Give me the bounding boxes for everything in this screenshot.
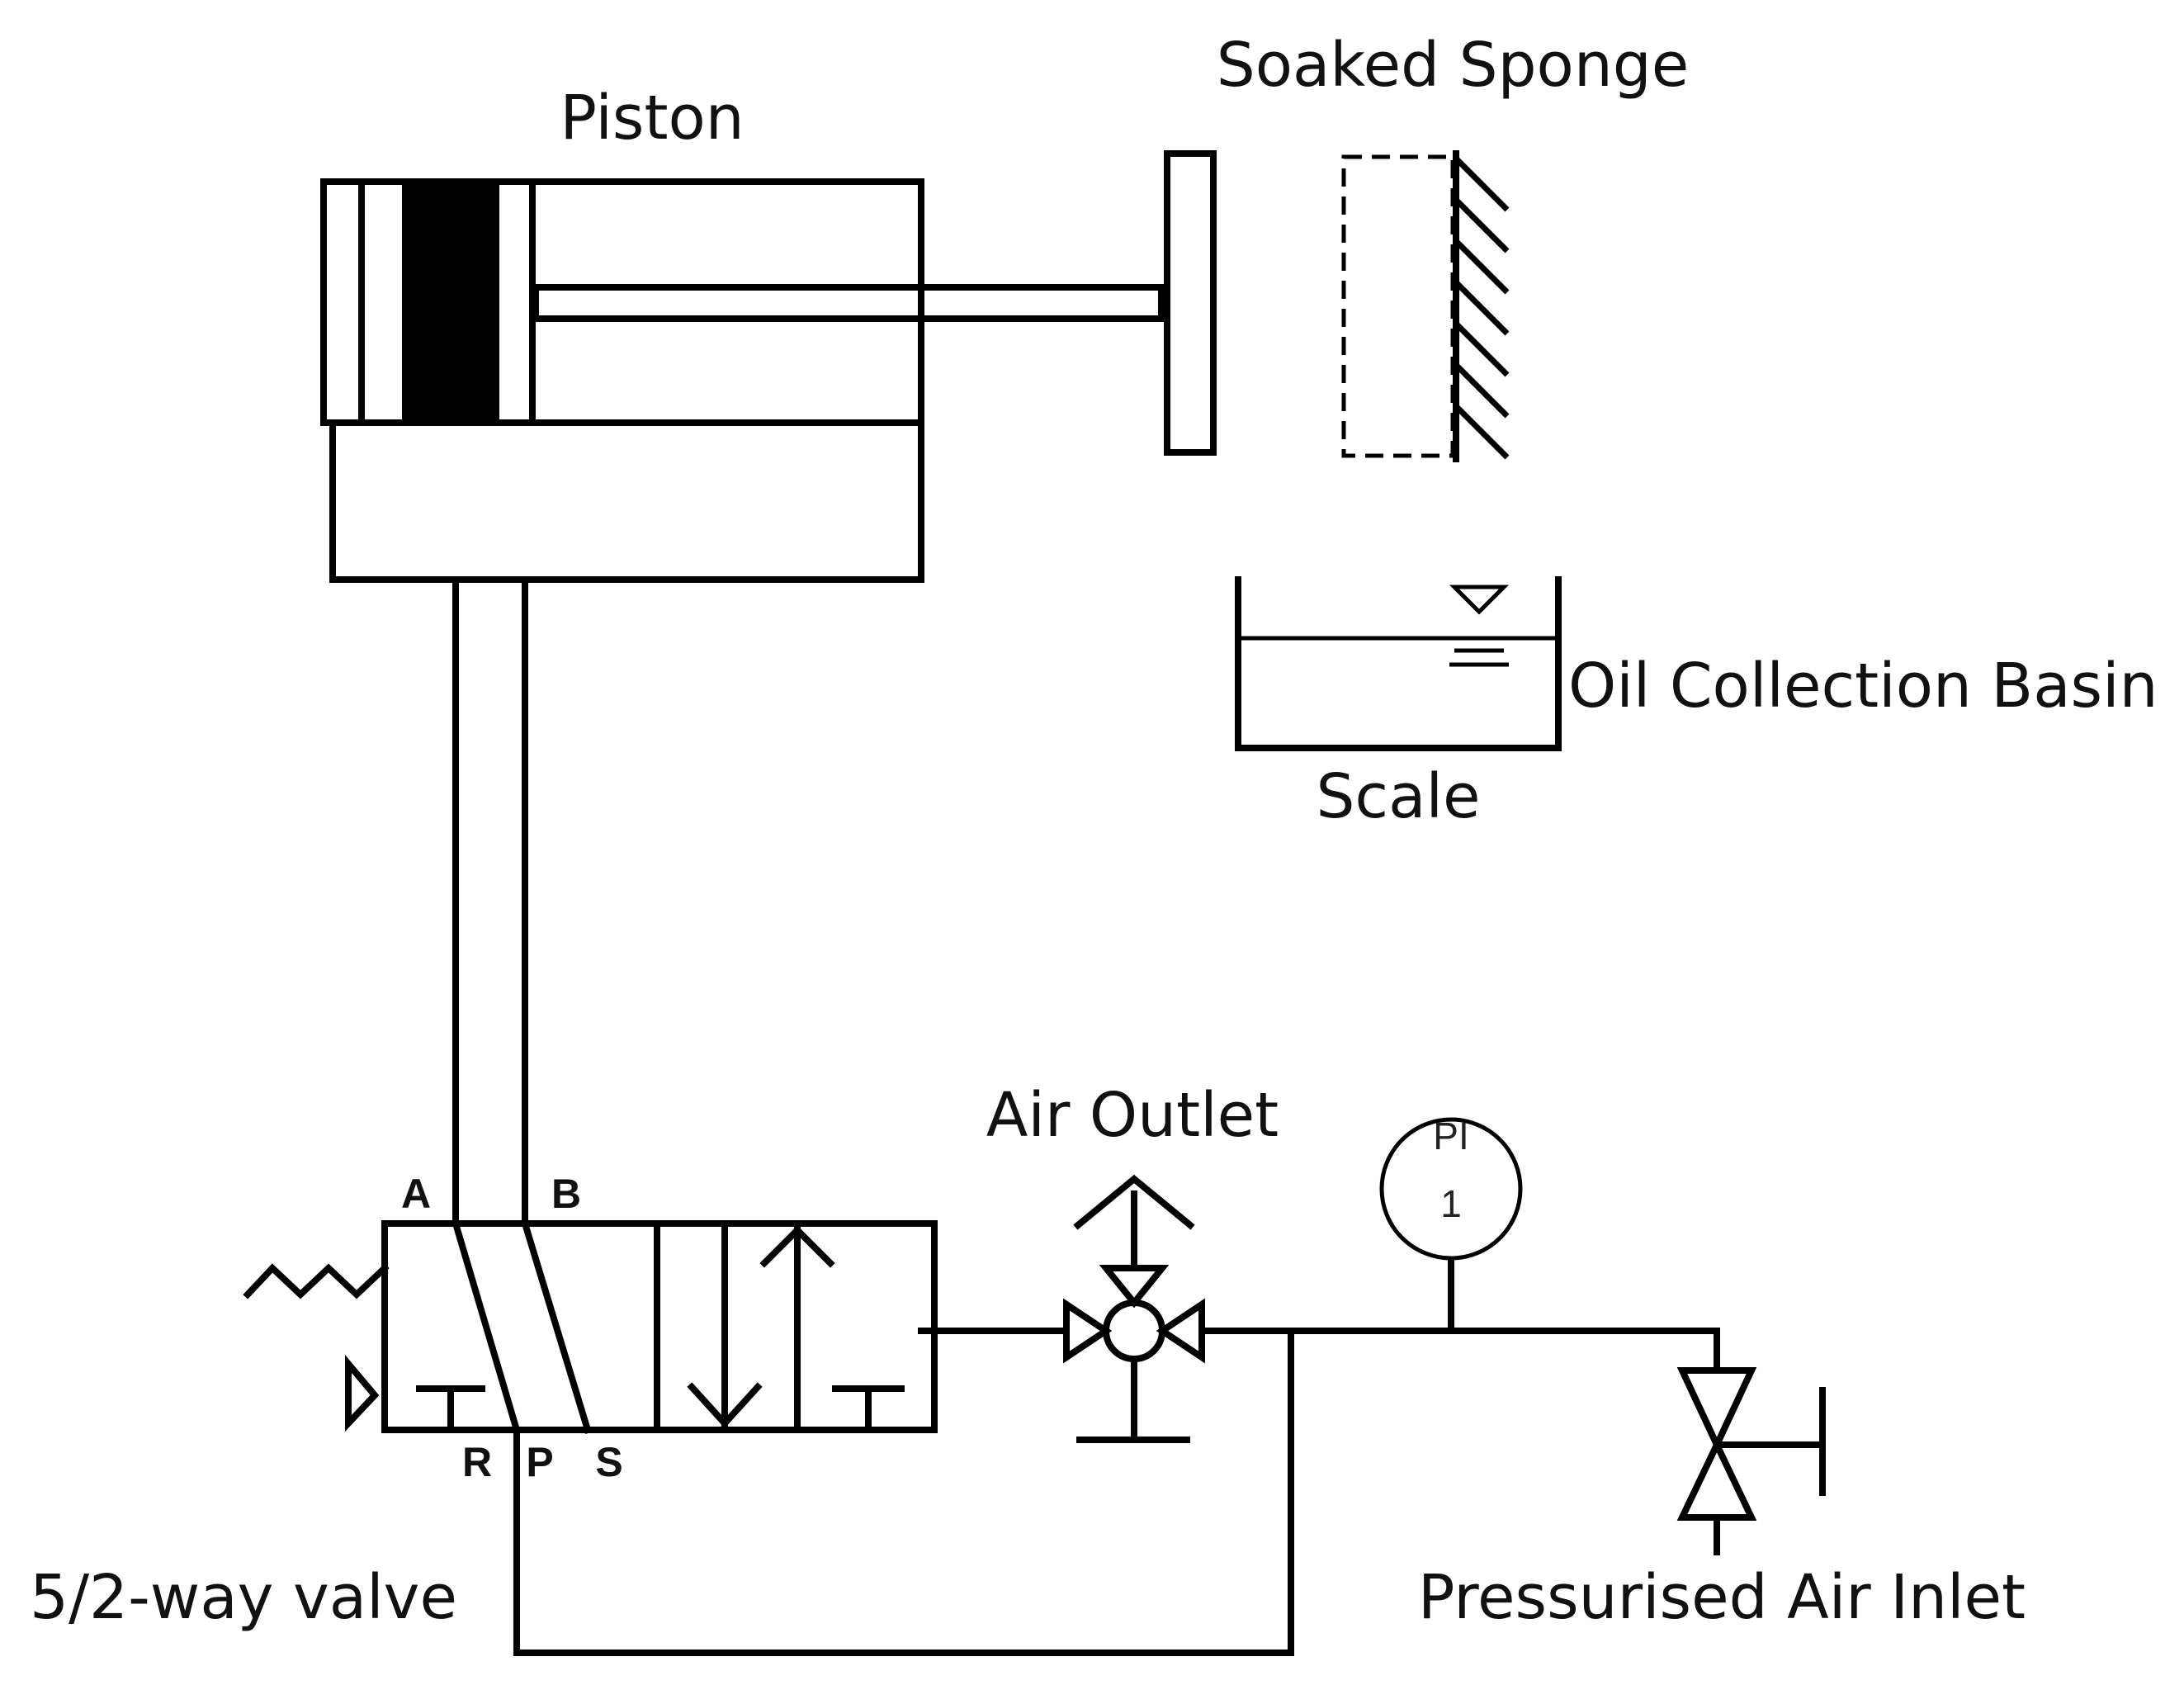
label-piston: Piston	[560, 83, 744, 154]
label-air-outlet: Air Outlet	[986, 1080, 1279, 1151]
port-label-b: B	[551, 1171, 581, 1217]
label-pressurised-air-inlet: Pressurised Air Inlet	[1418, 1562, 2026, 1633]
inlet-valve-upper-triangle	[1676, 1367, 1757, 1453]
flow-path-a	[451, 1219, 521, 1434]
port-label-a: A	[401, 1171, 431, 1217]
oil-collection-basin	[1235, 576, 1562, 751]
label-soaked-sponge: Soaked Sponge	[1217, 30, 1689, 101]
up-arrow-icon	[759, 1225, 835, 1268]
inlet-valve	[1676, 1367, 1826, 1521]
air-outlet-valve	[1063, 1174, 1205, 1443]
inlet-valve-lower-triangle	[1676, 1437, 1757, 1521]
cylinder-body	[320, 178, 924, 426]
pneumatic-lines	[452, 576, 1720, 1656]
piston-head	[402, 182, 499, 423]
exhaust-arrow-icon	[1073, 1174, 1195, 1230]
wall-hatching	[1454, 156, 1510, 460]
ball-valve-circle	[1103, 1299, 1165, 1362]
outlet-valve-right-triangle	[1156, 1298, 1205, 1364]
port-label-r: R	[462, 1439, 492, 1485]
label-scale: Scale	[1316, 761, 1480, 832]
basin-outline	[1235, 576, 1562, 751]
valve-5-2-way	[243, 1219, 938, 1434]
gauge-circle	[1379, 1117, 1523, 1261]
pressure-gauge: PI 1	[1379, 1115, 1523, 1261]
sponge-dashed-outline	[1341, 154, 1455, 458]
liquid-level-triangle-icon	[1449, 585, 1510, 615]
piston-rod	[532, 284, 1165, 322]
port-label-p: P	[526, 1439, 553, 1485]
gauge-number: 1	[1440, 1182, 1462, 1225]
piston-cylinder	[320, 150, 1217, 583]
pressing-plate	[1164, 150, 1217, 456]
outlet-valve-left-triangle	[1063, 1298, 1113, 1364]
down-arrow-icon	[687, 1382, 763, 1428]
port-labels: A B R P S	[401, 1171, 623, 1485]
component-labels: Piston Soaked Sponge Oil Collection Basi…	[30, 30, 2158, 1633]
flow-path-b	[521, 1219, 592, 1434]
label-5-2-way-valve: 5/2-way valve	[30, 1562, 457, 1633]
gauge-tag: PI	[1433, 1115, 1468, 1157]
spring-return-icon	[243, 1263, 390, 1299]
cylinder-lower-housing	[329, 419, 924, 583]
soaked-sponge	[1341, 150, 1510, 462]
pilot-actuator-triangle-icon	[345, 1355, 380, 1432]
line-port-p-supply	[513, 1328, 1294, 1656]
port-label-s: S	[595, 1439, 622, 1485]
label-oil-collection-basin: Oil Collection Basin	[1568, 651, 2158, 722]
outlet-valve-top-triangle	[1099, 1265, 1170, 1309]
